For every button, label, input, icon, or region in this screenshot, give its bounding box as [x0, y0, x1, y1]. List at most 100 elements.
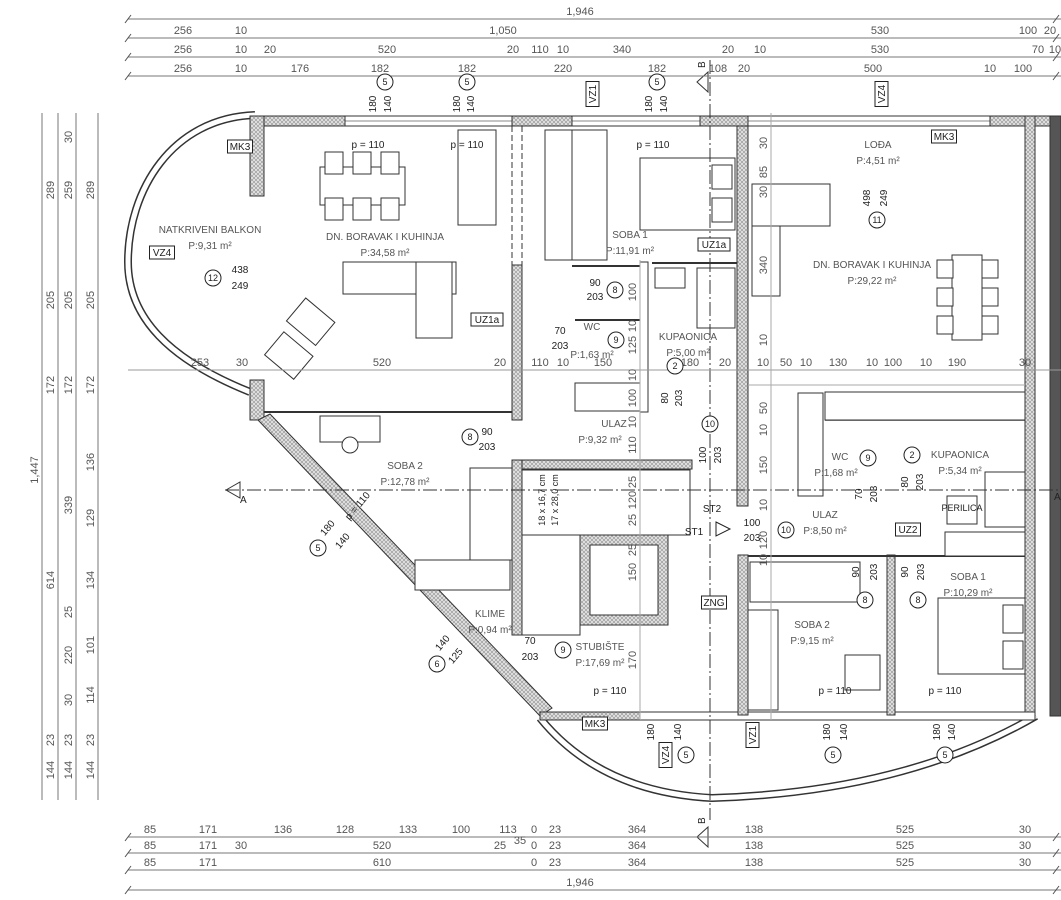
left-dimension-label: 172: [45, 376, 57, 394]
interior-vertical-dimension-label: 10: [627, 416, 639, 428]
top-dimension-label: 108: [709, 63, 727, 75]
bottom-dimension-label: 171: [199, 857, 217, 869]
axis-marker-circle: [461, 428, 479, 446]
tag-box: [149, 245, 175, 260]
top-dimension-label: 530: [871, 25, 889, 37]
dimension-tick: [124, 14, 132, 24]
room-area: P:9,31 m²: [188, 241, 232, 252]
opening-dimension: 180: [319, 518, 338, 538]
opening-dimension: 140: [334, 531, 353, 551]
sill-height-label: p = 110: [819, 686, 852, 697]
top-dimension-label: 10: [235, 44, 247, 56]
dining-table-left: [319, 151, 406, 221]
interior-vertical-dimension-label: 10: [627, 320, 639, 332]
wardrobe-soba2: [414, 559, 511, 591]
interior-vertical-dimension-label: 120: [627, 491, 639, 509]
bottom-dimension-label: 0: [531, 857, 537, 869]
wardrobe-soba1-right: [944, 531, 1026, 557]
top-dimension-label: 20: [1044, 25, 1056, 37]
top-dimension-label: 10: [754, 44, 766, 56]
bed-soba1-right: [937, 597, 1026, 675]
top-dimension-label: 256: [174, 63, 192, 75]
opening-dimension: 80: [900, 476, 911, 488]
interior-dimension-label: 100: [884, 357, 902, 369]
interior-dimension-label: 520: [373, 357, 391, 369]
opening-dimension: 70: [554, 326, 566, 337]
interior-vertical-dimension-label: 10: [758, 424, 770, 436]
interior-vertical-dimension-label: 100: [627, 389, 639, 407]
room-area: P:0,94 m²: [468, 625, 512, 636]
top-dimension-label: 70: [1032, 44, 1044, 56]
bottom-dimension-label: 30: [1019, 840, 1031, 852]
room-name: SOBA 2: [794, 620, 830, 631]
bottom-dimension-label: 364: [628, 824, 646, 836]
element-tag: MK3: [934, 132, 955, 143]
tag-box: [874, 81, 889, 107]
room-name: KUPAONICA: [931, 450, 989, 461]
kitchen-counter-right: [824, 391, 1026, 421]
top-dimension-label: 182: [371, 63, 389, 75]
stair-arrow-icon: [715, 521, 732, 537]
top-dimension-label: 20: [264, 44, 276, 56]
axis-marker-circle: [376, 73, 394, 91]
interior-vertical-dimension-label: 25: [627, 514, 639, 526]
bed-soba1: [639, 157, 736, 231]
opening-dimension: 203: [552, 341, 569, 352]
dimension-tick: [124, 33, 132, 43]
top-dimension-label: 100: [1019, 25, 1037, 37]
washing-machine: [946, 495, 978, 525]
room-area: P:10,29 m²: [944, 588, 994, 599]
room-area: P:4,51 m²: [856, 156, 900, 167]
bottom-dimension-label: 520: [373, 840, 391, 852]
room-area: P:29,22 m²: [848, 276, 898, 287]
interior-dimension-label: 110: [531, 357, 549, 369]
room-name: LOĐA: [864, 140, 892, 151]
left-dimension-label: 1,447: [29, 456, 41, 484]
top-dimension-label: 256: [174, 44, 192, 56]
interior-vertical-dimension-label: 10: [627, 369, 639, 381]
dimension-tick: [1052, 848, 1060, 858]
axis-marker-number: 8: [862, 595, 867, 605]
axis-marker-circle: [824, 746, 842, 764]
axis-marker-number: 2: [909, 450, 914, 460]
bottom-dimension-label: 30: [1019, 857, 1031, 869]
top-dimension-label: 500: [864, 63, 882, 75]
dimension-tick: [1052, 14, 1060, 24]
room-name: SOBA 1: [612, 230, 648, 241]
top-dimension-label: 10: [235, 63, 247, 75]
axis-marker-number: 6: [434, 659, 439, 669]
room-area: P:8,50 m²: [803, 526, 847, 537]
left-dimension-label: 114: [85, 686, 97, 704]
sill-height-label: p = 110: [594, 686, 627, 697]
left-dimension-label: 23: [63, 734, 75, 746]
room-name: DN. BORAVAK I KUHINJA: [813, 260, 931, 271]
kitchen-island: [457, 129, 497, 226]
interior-vertical-dimension-label: 150: [758, 456, 770, 474]
dimension-tick: [1052, 33, 1060, 43]
opening-dimension: 180: [368, 95, 379, 112]
stairs: [521, 469, 691, 636]
armchairs: [263, 297, 336, 380]
opening-dimension: 203: [587, 292, 604, 303]
opening-dimension: 140: [434, 633, 453, 653]
room-name: ULAZ: [812, 510, 838, 521]
opening-dimension: 90: [589, 278, 601, 289]
room-name: WC: [584, 322, 601, 333]
axis-marker-circle: [204, 269, 222, 287]
tall-cabinet-right: [797, 392, 824, 497]
top-dimension-label: 10: [557, 44, 569, 56]
interior-dimension-label: 10: [800, 357, 812, 369]
interior-vertical-dimension-label: 30: [758, 186, 770, 198]
top-dimension-label: 110: [531, 44, 549, 56]
axis-marker-circle: [554, 641, 572, 659]
interior-vertical-dimension-label: 50: [758, 402, 770, 414]
opening-dimension: 498: [862, 189, 873, 206]
dimension-tick: [1052, 71, 1060, 81]
axis-marker-circle: [648, 73, 666, 91]
opening-dimension: 140: [659, 95, 670, 112]
section-a-left-marker: [224, 481, 241, 499]
axis-marker-number: 9: [560, 645, 565, 655]
opening-dimension: 180: [452, 95, 463, 112]
bottom-dimension-label: 525: [896, 824, 914, 836]
